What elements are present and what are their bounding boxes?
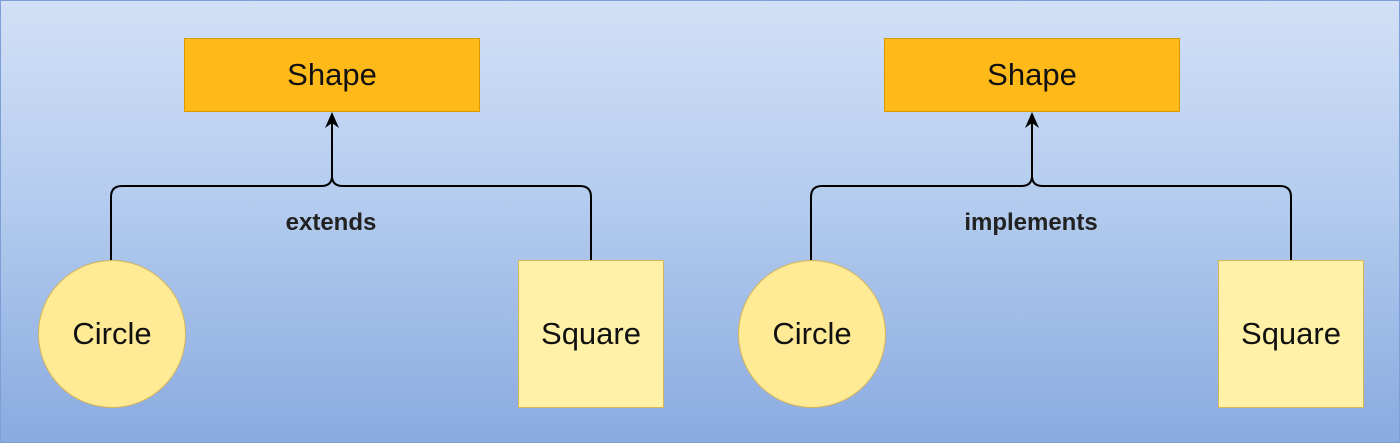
arrowhead-icon xyxy=(325,112,339,128)
arrowhead-icon xyxy=(1025,112,1039,128)
parent-node-shape[interactable]: Shape xyxy=(884,38,1180,112)
connector-circle-to-shape xyxy=(110,114,333,260)
inheritance-diagram-extends: Shape extends Circle Square xyxy=(1,1,701,443)
inheritance-diagram-implements: Shape implements Circle Square xyxy=(701,1,1400,443)
relation-label: extends xyxy=(285,209,377,236)
child-node-square[interactable]: Square xyxy=(518,260,664,408)
child-node-square[interactable]: Square xyxy=(1218,260,1364,408)
connector-lines xyxy=(810,112,1292,260)
connector-lines xyxy=(110,112,592,260)
relation-label: implements xyxy=(964,209,1098,236)
connector-square-to-shape xyxy=(331,175,592,260)
child-node-circle[interactable]: Circle xyxy=(38,260,186,408)
connector-square-to-shape xyxy=(1031,175,1292,260)
connector-circle-to-shape xyxy=(810,114,1033,260)
child-node-circle[interactable]: Circle xyxy=(738,260,886,408)
parent-node-shape[interactable]: Shape xyxy=(184,38,480,112)
